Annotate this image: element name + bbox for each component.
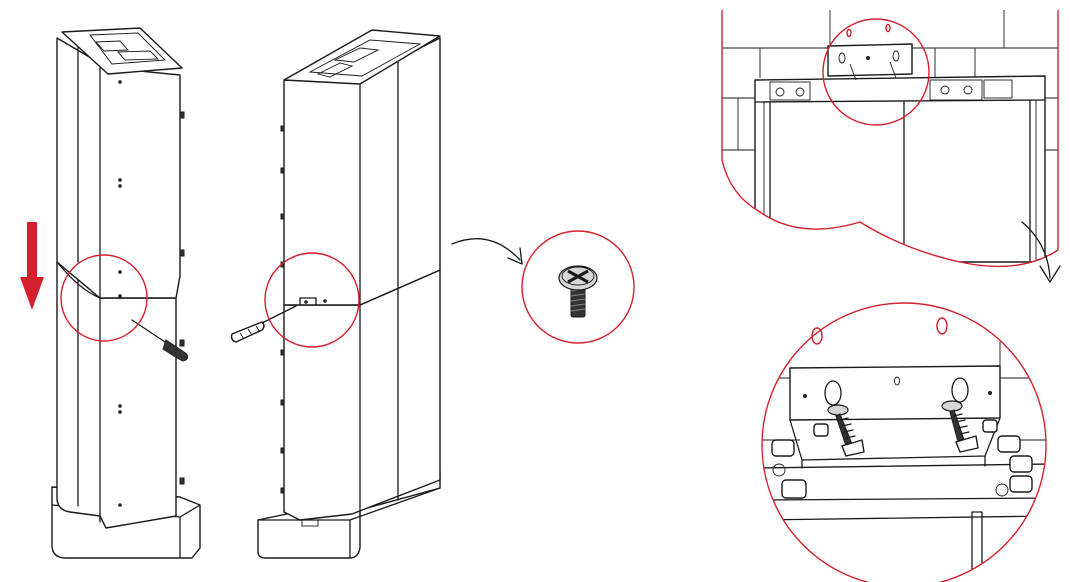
big-detail-circle bbox=[761, 302, 1047, 582]
screwdriver-icon bbox=[230, 305, 297, 343]
middle-seam-highlight bbox=[264, 252, 360, 348]
down-arrow-icon bbox=[20, 222, 44, 310]
bracket-highlight bbox=[822, 18, 930, 126]
left-cabinet-top bbox=[61, 27, 183, 75]
left-battery-cabinet bbox=[20, 27, 201, 559]
mount-detail-top bbox=[721, 10, 1061, 283]
left-seam-highlight bbox=[60, 254, 148, 342]
anchor-bolt-right bbox=[941, 400, 979, 453]
middle-cabinet-top bbox=[283, 29, 441, 85]
left-lower-module bbox=[56, 261, 177, 529]
mount-detail-zoom bbox=[761, 302, 1047, 582]
middle-cabinet-side-holes bbox=[280, 125, 285, 494]
cross-head-screw-icon bbox=[558, 265, 598, 318]
middle-battery-cabinet bbox=[230, 29, 523, 559]
left-cabinet-side-tabs bbox=[179, 111, 185, 485]
anchor-bolt-left bbox=[827, 404, 865, 457]
zoom-arrow-down bbox=[1021, 221, 1051, 279]
left-upper-module bbox=[56, 37, 181, 299]
screw-detail-circle bbox=[521, 230, 635, 344]
middle-seam-slot bbox=[299, 297, 317, 306]
top-detail-border bbox=[721, 10, 1059, 268]
zoom-arrow bbox=[451, 238, 521, 261]
screw-detail bbox=[521, 230, 635, 344]
left-cabinet-screw-holes bbox=[118, 80, 122, 507]
middle-lower-module bbox=[283, 269, 441, 521]
